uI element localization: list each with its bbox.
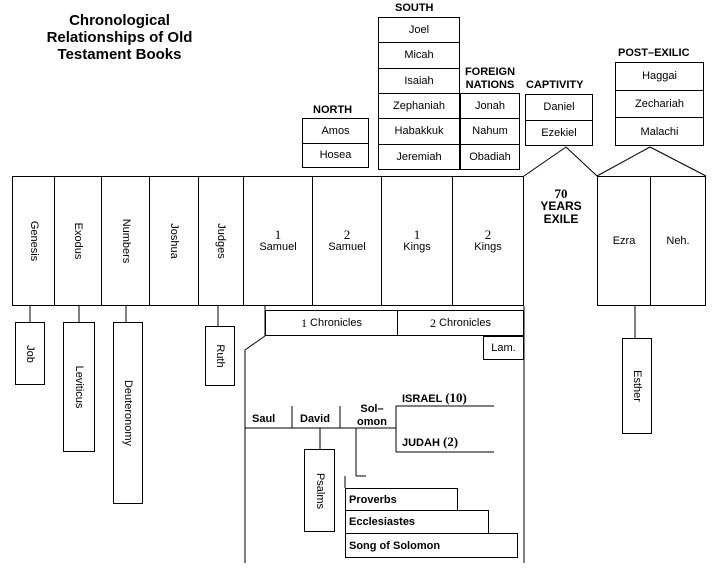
book-micah: Micah [379, 43, 459, 69]
book-ruth: Ruth [205, 326, 235, 386]
post-exilic-books: Haggai Zechariah Malachi [615, 62, 704, 146]
captivity-label: CAPTIVITY [526, 79, 584, 91]
judah-label: JUDAH (2) [402, 434, 458, 450]
book-judges: Judges [198, 176, 244, 306]
book-jeremiah: Jeremiah [396, 150, 442, 163]
foreign-label: FOREIGN NATIONS [460, 66, 520, 92]
post-exilic-label: POST–EXILIC [618, 47, 690, 59]
solomon-label-1: Sol– [360, 403, 384, 415]
exile-word: EXILE [543, 212, 579, 226]
book-daniel: Daniel [526, 95, 592, 121]
foreign-label-2: NATIONS [465, 79, 515, 91]
book-malachi: Malachi [640, 125, 679, 138]
book-zephaniah: Zephaniah [379, 94, 459, 120]
book-amos: Amos [303, 119, 368, 144]
book-hosea: Hosea [319, 149, 352, 162]
captivity-books: Daniel Ezekiel [525, 94, 593, 146]
book-habakkuk: Habakkuk [379, 119, 459, 145]
book-zechariah: Zechariah [616, 91, 703, 119]
book-esther: Esther [622, 338, 652, 434]
book-numbers: Numbers [101, 176, 150, 306]
book-lamentations: Lam. [483, 336, 524, 360]
book-song-of-solomon: Song of Solomon [345, 533, 518, 558]
book-joel: Joel [379, 18, 459, 44]
book-exodus: Exodus [54, 176, 102, 306]
diagram-title: Chronological Relationships of Old Testa… [32, 12, 207, 63]
judah-count: (2) [442, 434, 459, 449]
title-line-1: Chronological [69, 12, 170, 29]
book-nehemiah: Neh. [650, 176, 706, 306]
book-proverbs: Proverbs [345, 488, 458, 511]
book-ezra: Ezra [597, 176, 651, 306]
book-leviticus: Leviticus [63, 322, 95, 452]
saul-label: Saul [252, 413, 276, 425]
north-books: Amos Hosea [302, 118, 369, 168]
solomon-label: Sol– omon [357, 403, 387, 429]
david-label: David [300, 413, 330, 425]
israel-label: ISRAEL (10) [402, 390, 467, 406]
book-nahum: Nahum [461, 119, 519, 145]
book-joshua: Joshua [149, 176, 199, 306]
book-deuteronomy: Deuteronomy [113, 322, 143, 504]
israel-name: ISRAEL [402, 393, 443, 405]
foreign-label-1: FOREIGN [464, 66, 516, 78]
book-isaiah: Isaiah [379, 69, 459, 94]
book-psalms: Psalms [304, 449, 335, 532]
exile-years-number: 70 [554, 186, 568, 201]
book-ezekiel: Ezekiel [541, 126, 577, 139]
israel-count: (10) [445, 390, 467, 405]
book-obadiah: Obadiah [469, 150, 511, 163]
solomon-label-2: omon [357, 416, 387, 428]
book-haggai: Haggai [616, 63, 703, 91]
south-books: Joel Micah Isaiah Zephaniah Habakkuk Jer… [378, 17, 460, 170]
north-label: NORTH [313, 104, 353, 116]
exile-label: 70 YEARS EXILE [527, 187, 595, 226]
book-genesis: Genesis [12, 176, 55, 306]
exile-years-word: YEARS [540, 199, 582, 213]
book-job: Job [15, 322, 45, 385]
book-ecclesiastes: Ecclesiastes [345, 510, 489, 534]
title-line-2: Relationships of Old [46, 29, 193, 46]
foreign-books: Jonah Nahum Obadiah [460, 93, 520, 170]
book-jonah: Jonah [461, 94, 519, 120]
judah-name: JUDAH [402, 437, 440, 449]
south-label: SOUTH [395, 2, 434, 14]
title-line-3: Testament Books [57, 46, 182, 63]
